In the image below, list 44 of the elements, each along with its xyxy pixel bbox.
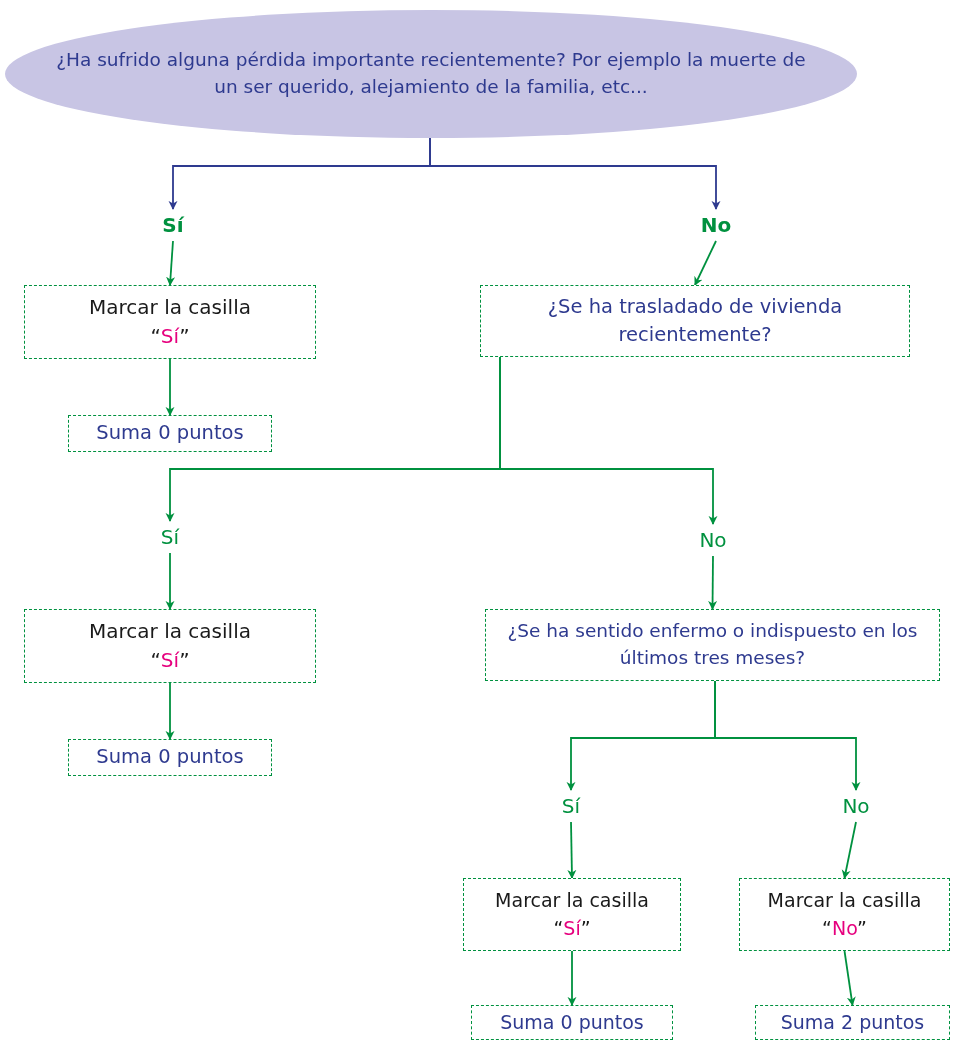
- arrow: [714, 680, 861, 791]
- result-text: Suma 0 puntos: [96, 420, 244, 447]
- result-box: [68, 739, 272, 776]
- arrow: [429, 137, 721, 210]
- result-box: [755, 1005, 950, 1040]
- instruction-box: [24, 285, 316, 359]
- question-text: ¿Ha sufrido alguna pérdida importante recientemente? Por ejemplo la muerte de un ser querido, alejamiento de la familia, etc...: [55, 48, 807, 99]
- question-text: ¿Se ha trasladado de vivienda recientemente?: [546, 293, 844, 348]
- answer-label: No: [691, 209, 741, 241]
- arrow: [165, 552, 175, 610]
- answer-label: No: [834, 790, 878, 822]
- answer-label: No: [691, 524, 735, 556]
- arrow: [567, 950, 577, 1006]
- arrow: [165, 682, 175, 740]
- arrow: [166, 240, 176, 286]
- instruction-box: [463, 878, 681, 951]
- instruction-text: Marcar la casilla: [767, 887, 922, 913]
- instruction-text: Marcar la casilla: [495, 887, 649, 913]
- checkbox-answer: “Sí”: [150, 323, 190, 350]
- question-text: ¿Se ha sentido enfermo o indispuesto en los últimos tres meses?: [506, 619, 919, 670]
- result-box: [471, 1005, 673, 1040]
- answer-label: Sí: [148, 209, 198, 241]
- arrow: [567, 821, 577, 879]
- result-text: Suma 2 puntos: [780, 1009, 925, 1035]
- arrow: [499, 356, 718, 525]
- instruction-text: Marcar la casilla: [89, 294, 251, 321]
- result-text: Suma 0 puntos: [96, 744, 244, 771]
- instruction-text: Marcar la casilla: [89, 618, 251, 645]
- checkbox-answer: “Sí”: [150, 647, 190, 674]
- question-box: [485, 609, 940, 681]
- instruction-box: [24, 609, 316, 683]
- arrow: [694, 240, 717, 286]
- arrow: [165, 358, 175, 416]
- arrow: [843, 950, 856, 1006]
- result-text: Suma 0 puntos: [500, 1009, 644, 1035]
- answer-label: Sí: [148, 521, 192, 553]
- result-box: [68, 415, 272, 452]
- arrow: [708, 555, 718, 610]
- answer-label: Sí: [549, 790, 593, 822]
- question-box: [480, 285, 910, 357]
- checkbox-answer: “No”: [822, 915, 867, 941]
- checkbox-answer: “Sí”: [553, 915, 591, 941]
- instruction-box: [739, 878, 950, 951]
- arrow: [841, 821, 857, 879]
